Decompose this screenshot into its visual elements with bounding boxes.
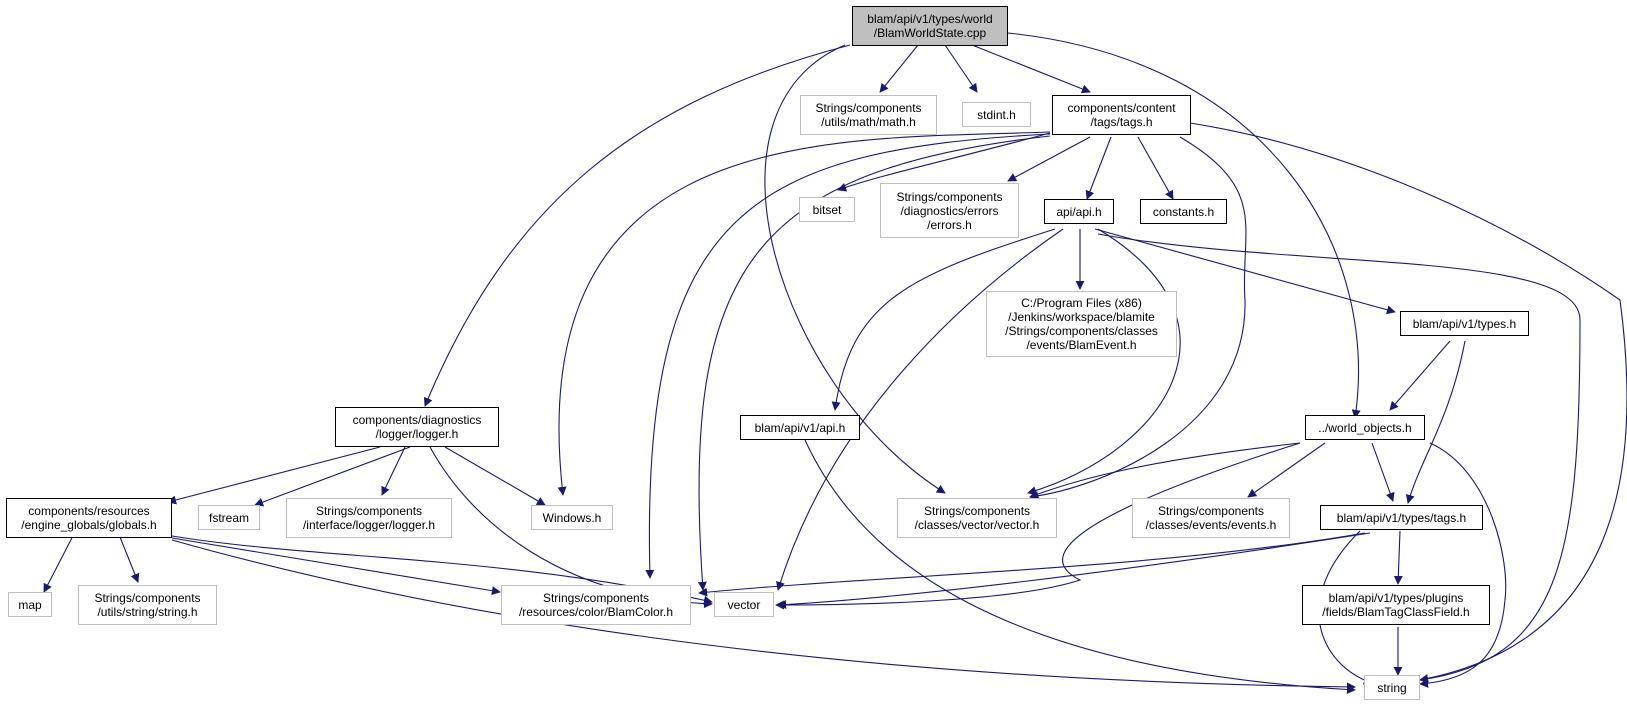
node-world-objects-h[interactable]: ../world_objects.h <box>1305 415 1425 440</box>
node-windows-h: Windows.h <box>531 505 613 530</box>
node-stdint-h: stdint.h <box>962 102 1031 127</box>
edge-tags-blamcolor <box>645 133 1051 579</box>
node-globals-h[interactable]: components/resources /engine_globals/glo… <box>6 498 172 538</box>
edge-api-v1api <box>831 228 1056 411</box>
edge-logger-windows <box>444 446 546 506</box>
node-fstream: fstream <box>198 505 260 530</box>
node-vector-h: Strings/components /classes/vector/vecto… <box>897 498 1057 538</box>
node-blamtagclassfield-h[interactable]: blam/api/v1/types/plugins /fields/BlamTa… <box>1302 585 1490 625</box>
edge-v1api-string <box>804 439 1356 695</box>
edge-v1tags-string <box>1318 530 1373 685</box>
edge-globals-string <box>171 539 1356 692</box>
edge-tags-vectorh <box>1029 136 1247 501</box>
node-root-blamworldstate: blam/api/v1/types/world /BlamWorldState.… <box>852 6 1008 46</box>
edge-tags-bitset <box>837 132 1051 192</box>
edge-root-world-objects <box>1007 32 1361 419</box>
edge-world-objects-v1tags <box>1371 442 1395 502</box>
node-math-h: Strings/components /utils/math/math.h <box>800 95 937 135</box>
node-blamcolor-h: Strings/components /resources/color/Blam… <box>501 585 691 625</box>
edge-tags-vector <box>697 135 1051 591</box>
edge-tags-constants <box>1137 136 1174 200</box>
edge-v1tags-vector <box>777 532 1371 610</box>
edge-globals-stringh <box>117 531 140 583</box>
node-bitset: bitset <box>799 197 855 222</box>
edge-world-objects-string <box>1419 442 1507 688</box>
edge-v1tags-blamcolor <box>698 532 1366 597</box>
node-api-api-h[interactable]: api/api.h <box>1044 199 1114 224</box>
edge-world-objects-vector <box>775 442 1301 610</box>
node-constants-h[interactable]: constants.h <box>1140 199 1227 224</box>
edge-globals-blamcolor <box>171 537 501 596</box>
edge-tags-api <box>1085 136 1112 200</box>
node-map: map <box>8 592 52 617</box>
edge-types-v1tags <box>1405 340 1466 504</box>
node-blam-api-v1-types-h[interactable]: blam/api/v1/types.h <box>1400 311 1529 336</box>
edge-api-string <box>1097 233 1581 684</box>
edge-world-objects-events <box>1247 442 1326 498</box>
node-errors-h: Strings/components /diagnostics/errors /… <box>880 183 1019 238</box>
edge-v1tags-tagfield <box>1393 530 1403 585</box>
node-blamevent-h: C:/Program Files (x86) /Jenkins/workspac… <box>986 291 1177 357</box>
edge-root-vectorh <box>764 44 946 494</box>
edge-tags-windows <box>557 131 1051 496</box>
edge-root-logger <box>423 44 851 407</box>
edge-logger-globals <box>167 446 381 505</box>
node-logger-h[interactable]: components/diagnostics /logger/logger.h <box>335 407 499 447</box>
edge-logger-fstream <box>254 446 411 507</box>
node-interface-logger-h: Strings/components /interface/logger/log… <box>286 498 452 538</box>
node-string: string <box>1364 675 1420 700</box>
node-string-string-h: Strings/components /utils/string/string.… <box>78 585 217 625</box>
node-components-content-tags-h[interactable]: components/content /tags/tags.h <box>1052 95 1191 135</box>
edge-root-stdint <box>944 44 978 93</box>
edge-api-types <box>1094 228 1396 315</box>
edge-types-world-objects <box>1389 340 1451 411</box>
edge-root-tags <box>971 44 1091 94</box>
edge-api-vectorh <box>1027 228 1181 495</box>
node-blam-api-v1-types-tags-h[interactable]: blam/api/v1/types/tags.h <box>1320 505 1483 530</box>
node-vector: vector <box>714 592 774 617</box>
edge-globals-map <box>43 531 76 593</box>
edge-api-vector <box>776 228 1064 591</box>
edge-logger-ilogger <box>381 446 406 496</box>
edge-root-math <box>879 44 919 93</box>
edge-tags-string <box>1189 122 1627 683</box>
edge-tags-errors <box>1007 136 1091 182</box>
node-events-h: Strings/components /classes/events/event… <box>1132 498 1290 538</box>
node-blam-api-v1-api-h[interactable]: blam/api/v1/api.h <box>740 415 860 440</box>
edge-world-objects-vectorh <box>1029 442 1301 499</box>
